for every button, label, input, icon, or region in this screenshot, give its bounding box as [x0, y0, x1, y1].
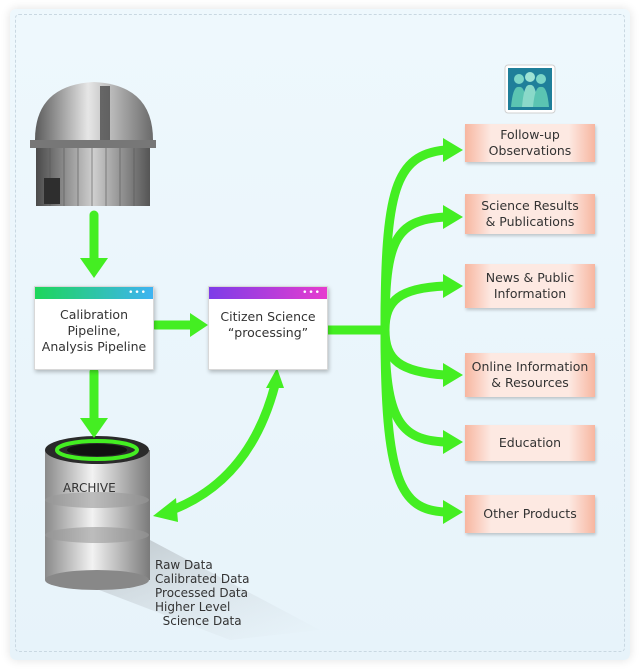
database-icon — [45, 436, 320, 640]
archive-contents: Raw Data Calibrated Data Processed Data … — [155, 558, 249, 628]
calibration-pipeline-box: ••• Calibration Pipeline, Analysis Pipel… — [34, 286, 154, 370]
archive-content-item: Science Data — [155, 614, 242, 628]
window-dots: ••• — [302, 288, 321, 298]
output-label: Education — [498, 435, 562, 450]
window-dots: ••• — [128, 288, 147, 298]
output-other-products: Other Products — [465, 495, 595, 533]
output-news-public-information: News & Public Information — [465, 264, 595, 308]
output-education: Education — [465, 425, 595, 461]
output-label: Follow-up Observations — [488, 127, 572, 158]
archive-content-item: Higher Level — [155, 600, 231, 614]
output-science-results: Science Results & Publications — [465, 194, 595, 234]
flow-arrows — [89, 145, 450, 517]
archive-label: ARCHIVE — [63, 481, 116, 495]
output-label: Other Products — [483, 506, 577, 521]
people-logo-icon — [504, 64, 556, 114]
citizen-title-bar: ••• — [209, 287, 327, 299]
citizen-science-label: Citizen Science “processing” — [220, 309, 316, 340]
diagram-border — [15, 14, 625, 652]
output-online-information: Online Information & Resources — [465, 353, 595, 397]
calibration-pipeline-label: Calibration Pipeline, Analysis Pipeline — [41, 307, 147, 354]
observatory-icon — [30, 82, 156, 206]
archive-content-item: Processed Data — [155, 586, 248, 600]
calibration-title-bar: ••• — [35, 287, 153, 299]
archive-content-item: Calibrated Data — [155, 572, 250, 586]
output-label: News & Public Information — [485, 270, 575, 301]
output-label: Online Information & Resources — [471, 359, 589, 390]
archive-content-item: Raw Data — [155, 558, 213, 572]
citizen-science-box: ••• Citizen Science “processing” — [208, 286, 328, 370]
output-follow-up-observations: Follow-up Observations — [465, 124, 595, 162]
output-label: Science Results & Publications — [481, 198, 579, 229]
arrow-heads — [80, 138, 463, 524]
